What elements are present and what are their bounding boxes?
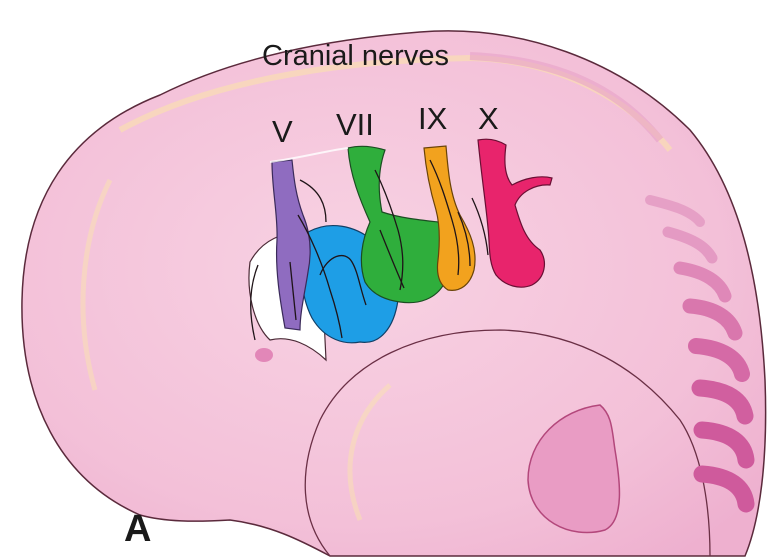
diagram-title: Cranial nerves: [262, 40, 449, 73]
panel-label: A: [124, 508, 151, 551]
optic-spot: [255, 348, 273, 362]
nerve-label-v: V: [272, 114, 293, 150]
nerve-label-vii: VII: [336, 107, 374, 143]
nerve-label-ix: IX: [418, 101, 447, 137]
nerve-label-x: X: [478, 101, 499, 137]
